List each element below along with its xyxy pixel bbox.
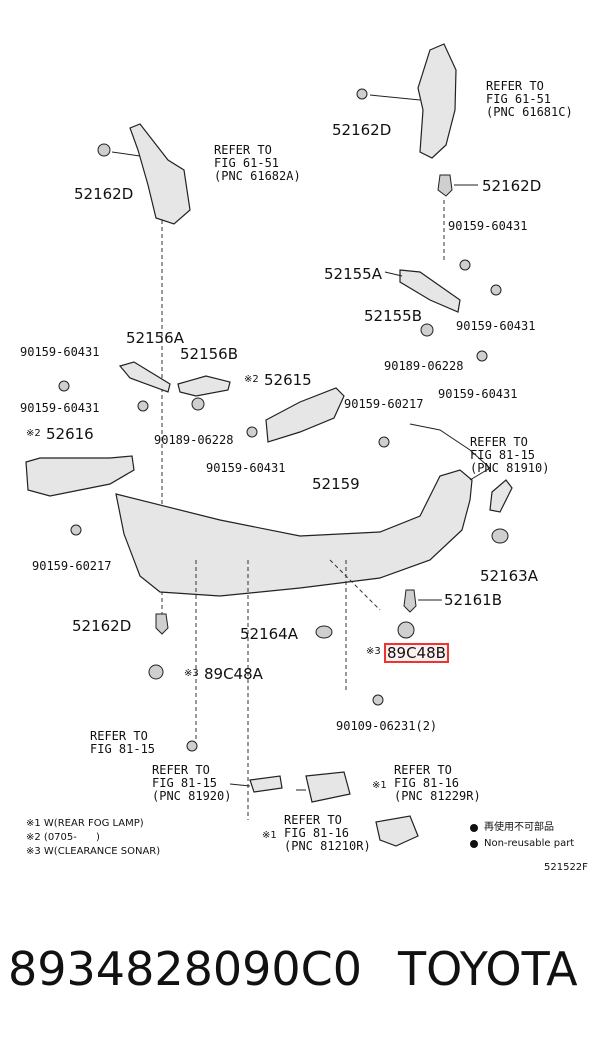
bumper-cover-52159-label: 52159	[312, 475, 360, 493]
retainer-52156b-label: 52156B	[180, 345, 239, 363]
clip-52162d-top-right	[356, 88, 368, 100]
sonar-89c48b	[397, 621, 415, 639]
bolt-60431-r3	[476, 350, 488, 362]
bolt-90159-60217-mid-label: 90159-60217	[344, 397, 424, 411]
sonar-89c48a-label: 89C48A	[204, 665, 263, 683]
refer-fig-81-15-910-label: REFER TO FIG 81-15 (PNC 81910)	[470, 435, 550, 475]
note-rear-fog-lamp: ※1 W(REAR FOG LAMP)	[26, 818, 144, 829]
refer-fig-81-15-label: REFER TO FIG 81-15	[90, 729, 156, 756]
legend-dot-2	[470, 840, 478, 848]
refer-fig-61-51-c-label: REFER TO FIG 61-51 (PNC 61681C)	[486, 79, 573, 119]
refer-fig-81-15-920-label: REFER TO FIG 81-15 (PNC 81920)	[152, 763, 232, 803]
part-52615-label: 52615	[264, 371, 312, 389]
refer-81210r-cover	[375, 815, 419, 847]
bolt-90159-60431-r2-label: 90159-60431	[456, 319, 536, 333]
part-52615-mark: ※2	[244, 374, 259, 385]
retainer-52155b-label: 52155B	[364, 307, 423, 325]
footer-brand: TOYOTA	[398, 942, 578, 996]
part-52163a-label: 52163A	[480, 567, 538, 585]
refer-fig-81-16-229r-label: REFER TO FIG 81-16 (PNC 81229R)	[394, 763, 481, 803]
clip-52162d-top-left-label: 52162D	[74, 185, 134, 203]
refer-81910-lamp	[489, 479, 513, 513]
footer-part-number: 8934828090C0	[8, 942, 363, 996]
part-52161b	[403, 589, 417, 613]
legend-text-english: Non-reusable part	[484, 838, 575, 849]
sonar-89c48a	[148, 664, 164, 680]
bolt-90159-60217-left-label: 90159-60217	[32, 559, 112, 573]
sonar-89c48b-mark: ※3	[366, 646, 381, 657]
bolt-90159-60431-l1-label: 90159-60431	[20, 345, 100, 359]
nut-06228-r	[420, 323, 434, 337]
screw-06231	[372, 694, 384, 706]
bolt-90159-60431-r3-label: 90159-60431	[438, 387, 518, 401]
clip-52162d-left-low	[155, 613, 169, 635]
clip-52162d-top-right-label: 52162D	[332, 121, 392, 139]
part-52164a	[315, 625, 333, 639]
retainer-52156b	[177, 375, 231, 397]
part-52615	[265, 387, 345, 443]
note-clearance-sonar: ※3 W(CLEARANCE SONAR)	[26, 846, 161, 857]
bumper-exploded-diagram	[25, 43, 513, 848]
bolt-60431-l1	[58, 380, 70, 392]
note-0705: ※2 (0705- )	[26, 832, 100, 843]
screw-refer-81-15	[186, 740, 198, 752]
part-52616	[25, 455, 135, 497]
bolt-90159-60431-top-label: 90159-60431	[448, 219, 528, 233]
clip-52162d-top-left	[97, 143, 111, 157]
bolt-60431-r2	[490, 284, 502, 296]
bracket-61682a	[129, 123, 191, 225]
part-52161b-label: 52161B	[444, 591, 503, 609]
bracket-61681c	[417, 43, 457, 159]
nut-90189-06228-r-label: 90189-06228	[384, 359, 464, 373]
bolt-60217-mid	[378, 436, 390, 448]
retainer-52155a-label: 52155A	[324, 265, 382, 283]
clip-52162d-right-2-label: 52162D	[482, 177, 542, 195]
bolt-90159-60431-mid-label: 90159-60431	[206, 461, 286, 475]
sonar-89c48a-mark: ※3	[184, 668, 199, 679]
part-52616-mark: ※2	[26, 428, 41, 439]
bumper-cover-52159	[115, 469, 473, 597]
part-52616-label: 52616	[46, 425, 94, 443]
retainer-52156a-label: 52156A	[126, 329, 184, 347]
clip-52162d-left-low-label: 52162D	[72, 617, 132, 635]
bolt-90159-60431-l2-label: 90159-60431	[20, 401, 100, 415]
part-52163a	[491, 528, 509, 544]
screw-90109-06231-label: 90109-06231(2)	[336, 719, 438, 733]
legend-dot-1	[470, 824, 478, 832]
refer-81920-cover	[249, 775, 283, 793]
refer-fig-61-51-a-label: REFER TO FIG 61-51 (PNC 61682A)	[214, 143, 301, 183]
sonar-89c48b-highlighted-label: 89C48B	[384, 643, 449, 663]
bolt-60217-left	[70, 524, 82, 536]
footer-bar: 8934828090C0 TOYOTA	[0, 920, 600, 1020]
bolt-60431-l2	[137, 400, 149, 412]
legend-text-japanese: 再使用不可部品	[484, 822, 554, 833]
retainer-52155a	[399, 269, 461, 313]
nut-90189-06228-l-label: 90189-06228	[154, 433, 234, 447]
figure-code: 521522F	[544, 862, 588, 873]
bolt-60431-top	[459, 259, 471, 271]
refer-81210r-mark: ※1	[262, 830, 277, 841]
refer-81229r-lamp	[305, 771, 351, 803]
nut-06228-l	[191, 397, 205, 411]
clip-52162d-right-2	[437, 174, 453, 197]
part-52164a-label: 52164A	[240, 625, 298, 643]
refer-81229r-mark: ※1	[372, 780, 387, 791]
retainer-52156a	[118, 361, 171, 393]
refer-fig-81-16-210r-label: REFER TO FIG 81-16 (PNC 81210R)	[284, 813, 371, 853]
bolt-60431-mid	[246, 426, 258, 438]
